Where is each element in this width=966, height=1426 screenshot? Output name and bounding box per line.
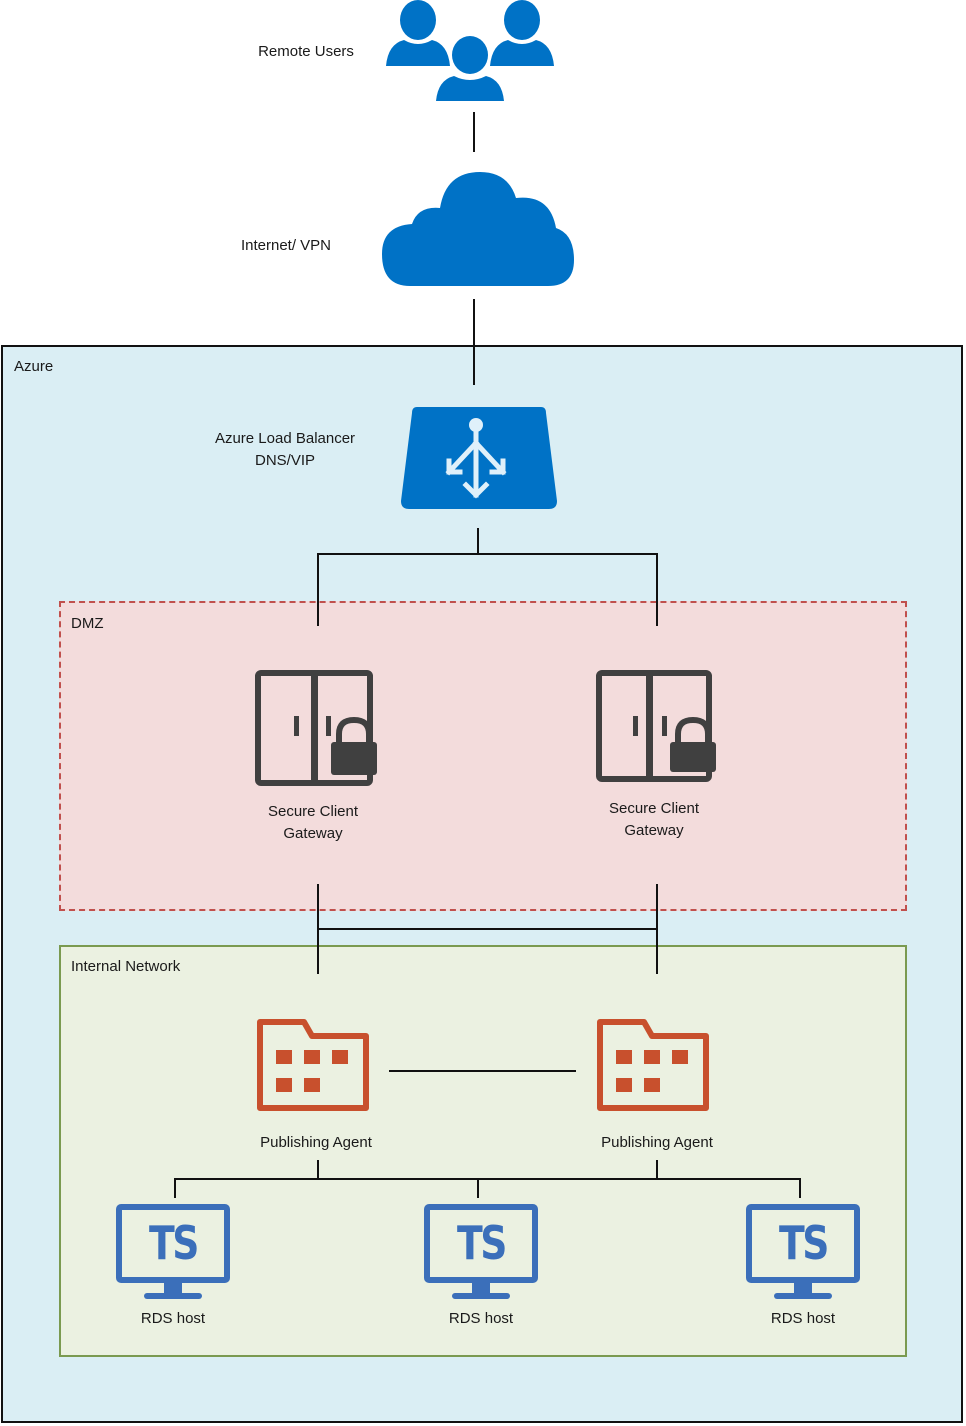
- gateway-1-label-line2: Gateway: [283, 825, 343, 842]
- cloud-icon: [382, 172, 574, 286]
- load-balancer-label-line1: Azure Load Balancer: [214, 430, 356, 447]
- ts-text: TS: [779, 1216, 829, 1270]
- ts-text: TS: [149, 1216, 199, 1270]
- secure-gateway-icon: [255, 670, 377, 786]
- gateway-2-label-line2: Gateway: [624, 822, 684, 839]
- internet-label: Internet/ VPN: [240, 237, 332, 254]
- ts-monitor-icon: [116, 1204, 230, 1299]
- internal-network-zone-label: Internal Network: [71, 958, 181, 975]
- remote-users-label: Remote Users: [258, 43, 354, 60]
- ts-monitor-icon: [424, 1204, 538, 1299]
- publishing-agent-icon: [257, 1019, 369, 1111]
- rds-host-3: TS: [746, 1204, 860, 1302]
- rds-1-label: RDS host: [140, 1310, 206, 1327]
- agent-2-label: Publishing Agent: [601, 1134, 713, 1151]
- gateway-1-label-line1: Secure Client: [267, 803, 359, 820]
- users-icon: [386, 0, 554, 101]
- publishing-agent-icon: [597, 1019, 709, 1111]
- dmz-zone: DMZ: [59, 601, 907, 911]
- rds-3-label: RDS host: [770, 1310, 836, 1327]
- secure-gateway-icon: [596, 670, 716, 782]
- rds-host-1: TS: [116, 1204, 230, 1302]
- rds-host-2: TS: [424, 1204, 538, 1302]
- agent-1-label: Publishing Agent: [260, 1134, 372, 1151]
- load-balancer-label-line2: DNS/VIP: [254, 452, 315, 469]
- azure-zone-label: Azure: [14, 358, 54, 375]
- ts-text: TS: [457, 1216, 507, 1270]
- dmz-zone-label: DMZ: [71, 615, 104, 632]
- ts-monitor-icon: [746, 1204, 860, 1299]
- load-balancer-icon: [401, 407, 557, 509]
- rds-2-label: RDS host: [448, 1310, 514, 1327]
- gateway-2-label-line1: Secure Client: [608, 800, 700, 817]
